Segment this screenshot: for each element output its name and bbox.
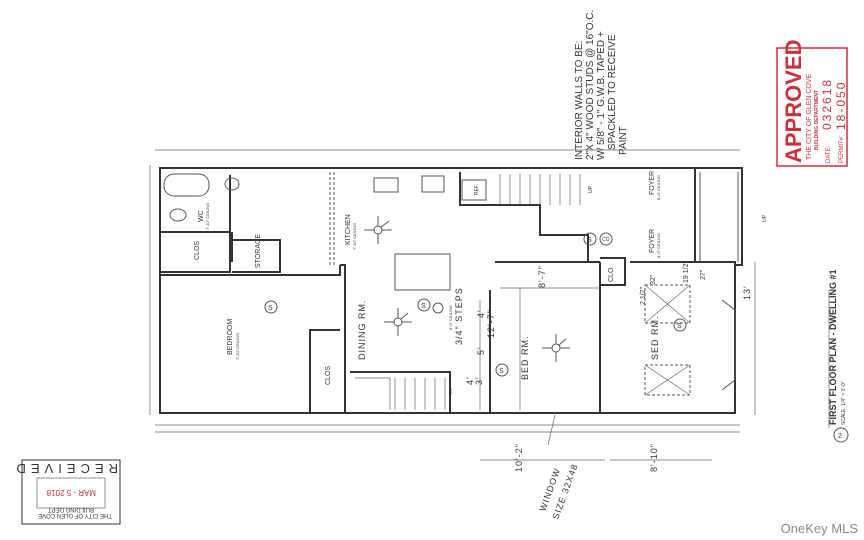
svg-text:INTERIOR WALLS TO BE:: INTERIOR WALLS TO BE:: [574, 41, 585, 160]
kitchen-island: [394, 253, 451, 291]
interior-walls-note: INTERIOR WALLS TO BE: 2"X 4" WOOD STUDS …: [574, 10, 629, 160]
svg-text:2: 2: [838, 433, 842, 440]
refrigerator: [461, 179, 487, 201]
skylight: [644, 364, 691, 396]
svg-text:BEDROOM: BEDROOM: [227, 319, 234, 355]
svg-text:18-050: 18-050: [834, 81, 848, 130]
svg-text:BUILDING DEPARTMENT: BUILDING DEPARTMENT: [814, 90, 820, 150]
svg-text:5': 5': [476, 346, 486, 355]
svg-text:FOYER: FOYER: [649, 229, 656, 253]
watermark: OneKey MLS: [780, 521, 858, 536]
svg-text:8'-7": 8'-7": [537, 265, 547, 288]
kitchen-sink: [373, 177, 399, 193]
svg-text:CLOS: CLOS: [325, 366, 332, 385]
toilet: [169, 208, 187, 222]
svg-text:S: S: [587, 237, 592, 244]
svg-text:PAINT: PAINT: [618, 126, 629, 155]
svg-text:REF.: REF.: [474, 184, 480, 195]
svg-text:7'-10" CEILING: 7'-10" CEILING: [235, 333, 240, 360]
svg-text:32": 32": [650, 274, 657, 285]
svg-text:FOYER: FOYER: [649, 171, 656, 195]
svg-text:KITCHEN: KITCHEN: [345, 214, 352, 245]
svg-text:8'-0" CEILING: 8'-0" CEILING: [656, 233, 661, 258]
svg-text:27": 27": [700, 269, 707, 280]
stairs-top: [499, 174, 581, 205]
plan-title: 2 FIRST FLOOR PLAN - DWELLING #1 SCALE: …: [828, 270, 849, 443]
ceiling-fan-icon: [384, 308, 412, 336]
svg-text:DATE:: DATE:: [826, 145, 832, 163]
svg-text:CLOS: CLOS: [194, 241, 201, 260]
svg-text:SPACKLED TO RECEIVE: SPACKLED TO RECEIVE: [607, 34, 618, 150]
svg-text:032618: 032618: [820, 78, 834, 130]
svg-text:RECEIVED: RECEIVED: [12, 461, 118, 476]
svg-text:8'-0" CEILING: 8'-0" CEILING: [656, 175, 661, 200]
svg-text:BED RM.: BED RM.: [520, 335, 530, 380]
stove: [421, 175, 445, 193]
svg-text:S: S: [499, 368, 504, 375]
svg-text:12'-7": 12'-7": [486, 309, 496, 338]
svg-text:4': 4': [476, 309, 486, 318]
bathtub: [163, 173, 210, 197]
svg-text:S: S: [268, 305, 273, 312]
svg-text:7'-10" CEILING: 7'-10" CEILING: [205, 203, 210, 230]
ceiling-fan-icon: [364, 216, 392, 244]
svg-text:UP: UP: [588, 185, 594, 193]
svg-text:3/4" STEPS: 3/4" STEPS: [454, 287, 464, 345]
svg-text:THE CITY OF GLEN COVE: THE CITY OF GLEN COVE: [38, 512, 112, 518]
svg-text:S: S: [677, 323, 682, 330]
svg-text:4': 4': [465, 376, 475, 385]
svg-text:CLO: CLO: [608, 267, 615, 282]
svg-text:13': 13': [742, 285, 752, 300]
svg-text:8'-0" CEILING: 8'-0" CEILING: [448, 305, 453, 330]
svg-text:7'-10" CEILING: 7'-10" CEILING: [352, 223, 357, 250]
svg-text:3': 3': [474, 376, 484, 385]
svg-text:10'-2": 10'-2": [514, 443, 524, 472]
walls: [159, 167, 743, 414]
svg-text:STORAGE: STORAGE: [255, 234, 262, 268]
received-stamp: THE CITY OF GLEN COVE BUILDING DEPT MAR …: [12, 459, 121, 525]
svg-text:THE CITY OF GLEN COVE: THE CITY OF GLEN COVE: [806, 73, 813, 160]
room-labels: WC 7'-10" CEILING CLOS STORAGE BEDROOM 7…: [194, 171, 768, 394]
svg-text:2 1/2": 2 1/2": [640, 286, 647, 305]
svg-text:8'-10": 8'-10": [649, 443, 659, 472]
svg-text:FIRST FLOOR PLAN - DWELLING #1: FIRST FLOOR PLAN - DWELLING #1: [828, 270, 838, 426]
ceiling-fan-icon: [542, 334, 570, 362]
svg-text:S: S: [421, 303, 426, 310]
dimension-lines: 8'-7" 12'-7" 4' 5' 3' 4' 13' 2 1/2" 32" …: [149, 149, 756, 521]
svg-text:2"X 4" WOOD STUDS @ 16"O.C.: 2"X 4" WOOD STUDS @ 16"O.C.: [585, 10, 596, 160]
svg-text:19 1/2": 19 1/2": [683, 261, 690, 283]
stairs-bottom: [355, 377, 446, 410]
svg-text:SCALE: 1/4" = 1'-0": SCALE: 1/4" = 1'-0": [841, 381, 847, 425]
svg-text:DN: DN: [448, 388, 453, 394]
svg-text:BUILDING DEPT: BUILDING DEPT: [48, 506, 94, 512]
approved-stamp: APPROVED THE CITY OF GLEN COVE BUILDING …: [776, 40, 848, 167]
svg-text:APPROVED: APPROVED: [781, 40, 806, 163]
svg-text:UP: UP: [762, 214, 768, 222]
svg-text:DINING RM.: DINING RM.: [357, 300, 367, 361]
sink: [224, 177, 240, 191]
smoke-detector-icon: S S S S S CO: [264, 232, 687, 377]
fixtures: [163, 173, 691, 410]
svg-text:WC: WC: [198, 210, 205, 222]
svg-text:W/ 5/8" - 1" G.W.B. TAPED +: W/ 5/8" - 1" G.W.B. TAPED +: [596, 31, 607, 160]
skylight: [644, 284, 691, 324]
svg-text:MAR - 5 2018: MAR - 5 2018: [46, 488, 96, 497]
svg-text:CO: CO: [602, 237, 610, 243]
svg-text:PERMIT#:: PERMIT#:: [839, 135, 845, 163]
svg-text:SED RM.: SED RM.: [650, 315, 660, 360]
